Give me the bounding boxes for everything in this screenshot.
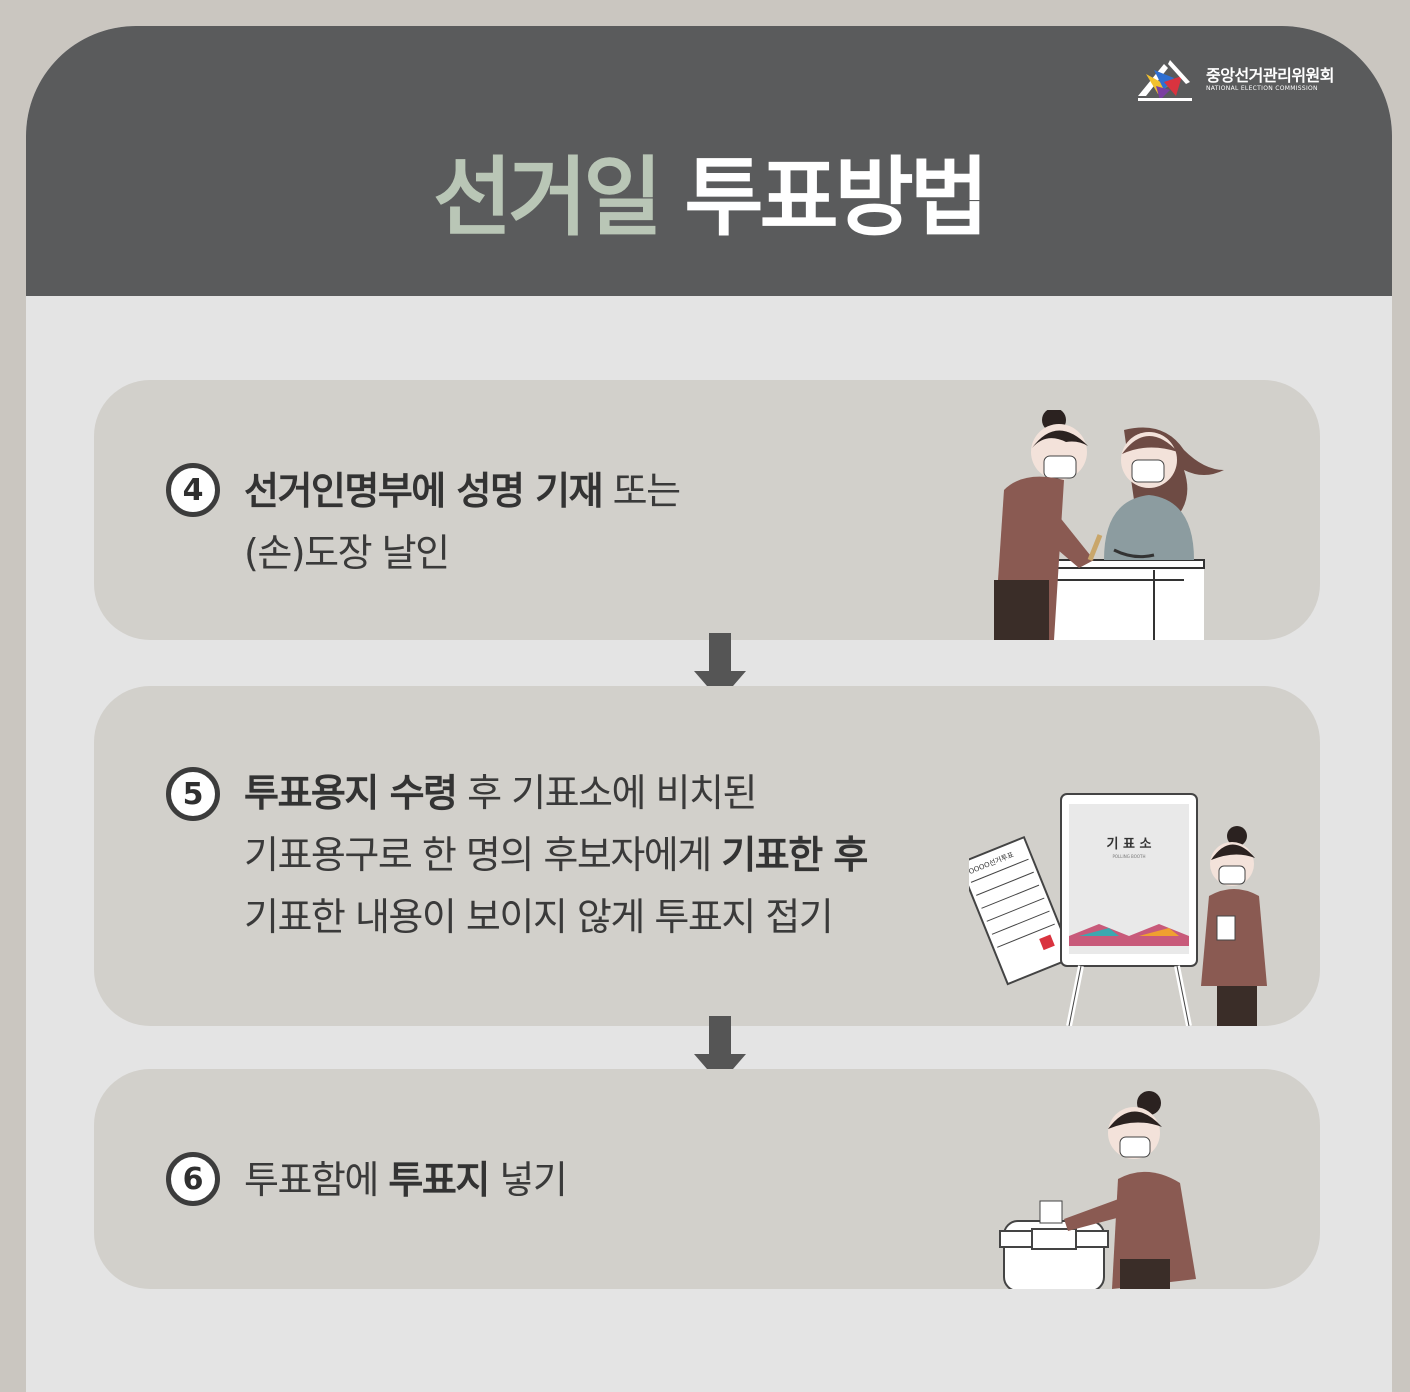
step-5-line3: 기표한 내용이 보이지 않게 투표지 접기	[244, 895, 834, 939]
logo-name-en: NATIONAL ELECTION COMMISSION	[1206, 85, 1318, 92]
title-accent: 선거일	[433, 148, 662, 248]
election-commission-logo-icon	[1138, 60, 1193, 101]
step-4-text: 선거인명부에 성명 기재 또는 (손)도장 날인	[244, 460, 681, 584]
step-5-line2: 기표용구로 한 명의 후보자에게 기표한 후	[244, 833, 868, 877]
booth-sign-en: POLLING BOOTH	[1113, 854, 1146, 859]
logo-name-ko: 중앙선거관리위원회	[1206, 66, 1334, 85]
step-4-card: 4 선거인명부에 성명 기재 또는 (손)도장 날인	[94, 380, 1320, 640]
election-commission-logo: 중앙선거관리위원회 NATIONAL ELECTION COMMISSION	[1134, 56, 1334, 104]
step-5-text: 투표용지 수령 후 기표소에 비치된 기표용구로 한 명의 후보자에게 기표한 …	[244, 762, 868, 948]
booth-sign: 기 표 소	[1107, 837, 1152, 852]
step-number-5: 5	[166, 767, 220, 821]
step-5-line1: 투표용지 수령 후 기표소에 비치된	[244, 771, 757, 815]
title-main: 투표방법	[684, 148, 988, 248]
step-6-line1: 투표함에 투표지 넣기	[244, 1158, 568, 1202]
polling-booth-illustration: OOOO선거투표 기 표 소 POLLING BOOTH	[969, 793, 1267, 1026]
voter-register-signing-illustration	[994, 410, 1224, 640]
step-number-4: 4	[166, 463, 220, 517]
ballot-box-illustration	[999, 1091, 1196, 1289]
infographic-card: 중앙선거관리위원회 NATIONAL ELECTION COMMISSION 선…	[26, 26, 1392, 1392]
step-number-6: 6	[166, 1152, 220, 1206]
step-4-line1: 선거인명부에 성명 기재 또는	[244, 469, 681, 513]
step-6-card: 6 투표함에 투표지 넣기	[94, 1069, 1320, 1289]
step-4-line2: (손)도장 날인	[244, 531, 450, 575]
step-5-card: 5 투표용지 수령 후 기표소에 비치된 기표용구로 한 명의 후보자에게 기표…	[94, 686, 1320, 1026]
page-title: 선거일 투표방법	[26, 148, 1392, 248]
header: 중앙선거관리위원회 NATIONAL ELECTION COMMISSION 선…	[26, 26, 1392, 296]
step-6-text: 투표함에 투표지 넣기	[244, 1149, 568, 1211]
